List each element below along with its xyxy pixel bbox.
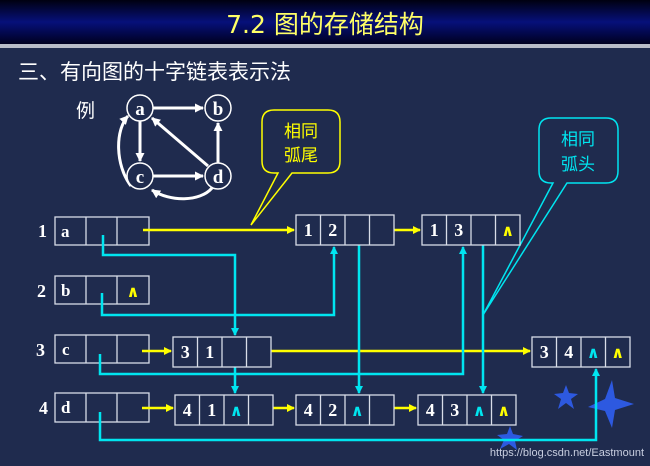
arc-field-head: 3: [454, 220, 463, 240]
arc-field-tail: 3: [181, 342, 190, 362]
arc-field-head: 2: [328, 400, 337, 420]
graph-vertex-c: c: [126, 162, 154, 190]
arc-field-head: 3: [450, 400, 459, 420]
arc-field-head: 1: [207, 400, 216, 420]
svg-text:弧尾: 弧尾: [284, 146, 318, 166]
head-links: [98, 235, 600, 442]
link-a-in-31: [101, 235, 239, 336]
callout-same-tail: 相同 弧尾: [250, 109, 341, 226]
arc-field-head: 4: [564, 342, 573, 362]
tail-links: [142, 226, 531, 412]
graph-vertex-d: d: [204, 162, 232, 190]
svg-text:相同: 相同: [561, 130, 595, 150]
svg-text:b: b: [61, 281, 70, 300]
arc-field-head: 2: [328, 220, 337, 240]
arc-field-tlink: ∧: [501, 221, 514, 240]
star-icon: [588, 380, 634, 428]
star-icon: [497, 426, 523, 450]
callout-same-head: 相同 弧头: [482, 117, 619, 316]
svg-text:4: 4: [39, 398, 48, 418]
vertex-node-2: 2 b ∧: [37, 275, 150, 305]
svg-text:3: 3: [36, 340, 45, 360]
star-icon: [554, 385, 578, 409]
arc-field-hlink: ∧: [473, 401, 486, 420]
svg-text:∧: ∧: [127, 282, 140, 301]
vertex-node-4: 4 d: [39, 392, 150, 423]
svg-text:d: d: [61, 398, 71, 417]
arc-field-tail: 1: [304, 220, 313, 240]
svg-text:2: 2: [37, 281, 46, 301]
svg-text:a: a: [61, 222, 70, 241]
slide-title: 7.2 图的存储结构: [226, 10, 424, 39]
edge-d-a: [151, 116, 209, 168]
svg-text:c: c: [62, 340, 70, 359]
svg-text:d: d: [213, 167, 224, 188]
svg-text:弧头: 弧头: [561, 155, 595, 175]
arc-field-hlink: ∧: [587, 343, 600, 362]
graph-vertex-a: a: [126, 94, 154, 122]
arc-field-tail: 1: [430, 220, 439, 240]
arc-field-hlink: ∧: [351, 401, 364, 420]
arc-field-tail: 4: [304, 400, 313, 420]
svg-text:1: 1: [38, 221, 47, 241]
arc-field-head: 1: [205, 342, 214, 362]
example-label: 例: [76, 100, 95, 122]
arc-field-tail: 4: [426, 400, 435, 420]
arc-field-tlink: ∧: [497, 401, 510, 420]
vertex-node-3: 3 c: [36, 334, 150, 364]
header-divider: [0, 44, 650, 48]
link-b-in-12: [100, 246, 338, 317]
arc-field-tlink: ∧: [611, 343, 624, 362]
vertex-node-1: 1 a: [38, 216, 150, 246]
edge-d-c: [151, 186, 214, 201]
link-d-in-34: [98, 368, 600, 442]
arc-field-hlink: ∧: [230, 401, 243, 420]
svg-text:相同: 相同: [284, 122, 318, 142]
svg-text:a: a: [135, 99, 145, 120]
watermark: https://blog.csdn.net/Eastmount: [490, 447, 644, 459]
decorative-stars: [497, 380, 634, 450]
link-c-in-13: [98, 246, 467, 376]
header-bar: [0, 0, 650, 44]
svg-text:c: c: [136, 167, 144, 188]
arc-field-tail: 4: [183, 400, 192, 420]
svg-text:b: b: [213, 99, 224, 120]
graph-vertex-b: b: [204, 94, 232, 122]
section-heading: 三、有向图的十字链表表示法: [18, 60, 291, 84]
arc-field-tail: 3: [540, 342, 549, 362]
